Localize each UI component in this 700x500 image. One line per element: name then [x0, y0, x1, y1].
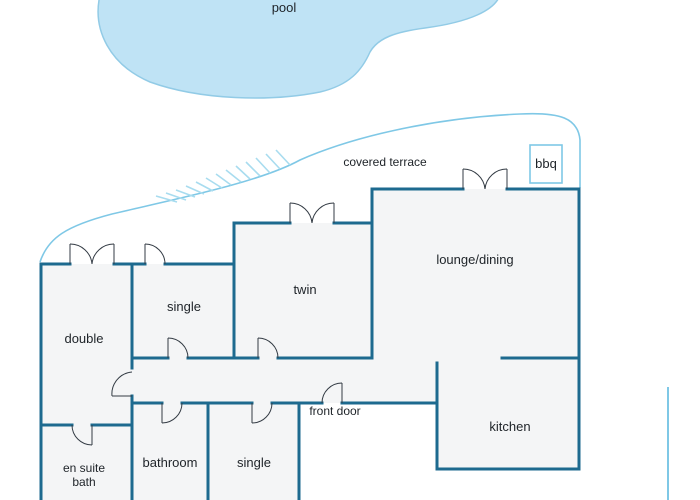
door-twin-hall — [257, 337, 279, 359]
kitchen-label: kitchen — [489, 419, 530, 434]
terrace-hatching — [155, 149, 291, 203]
bbq-label: bbq — [535, 156, 557, 171]
en-suite-label-line2: bath — [72, 475, 95, 489]
pool-label: pool — [272, 0, 297, 15]
door-en-suite — [71, 424, 93, 446]
bathroom-label: bathroom — [143, 455, 198, 470]
door-front — [321, 382, 343, 404]
twin-label: twin — [293, 282, 316, 297]
double-room-label: double — [64, 331, 103, 346]
door-bathroom — [161, 402, 183, 424]
single-room-upper-label: single — [167, 299, 201, 314]
room-fills — [40, 189, 579, 500]
lounge-dining-label: lounge/dining — [436, 252, 513, 267]
walls — [39, 187, 669, 500]
bbq-box — [529, 144, 563, 184]
doors — [69, 168, 508, 446]
door-double-side — [111, 371, 133, 397]
pool-shape — [97, 0, 499, 99]
door-single-lower — [251, 402, 273, 424]
terrace-outline — [39, 112, 581, 263]
door-lounge-top — [462, 168, 508, 190]
covered-terrace-label: covered terrace — [343, 155, 427, 169]
single-room-lower-label: single — [237, 455, 271, 470]
door-double-room-top — [69, 243, 115, 265]
front-door-label: front door — [309, 404, 360, 418]
door-single-hall — [167, 337, 189, 359]
door-single-room-top — [144, 243, 166, 265]
en-suite-label-line1: en suite — [63, 461, 105, 475]
door-twin-top — [289, 202, 335, 224]
